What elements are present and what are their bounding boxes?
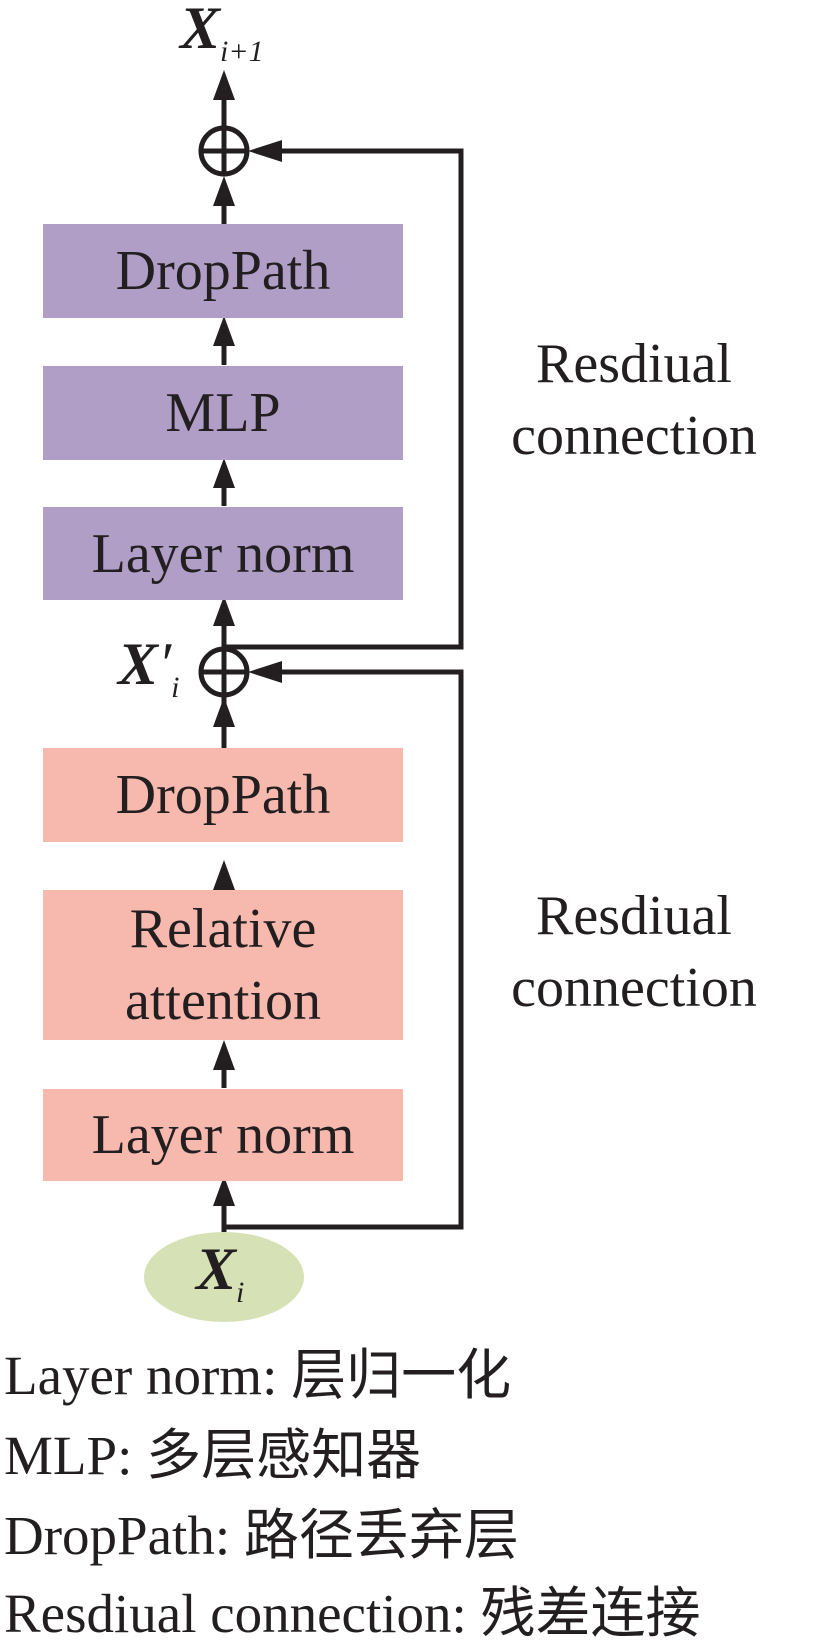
legend-item: Resdiual connection: 残差连接: [4, 1583, 701, 1644]
arrowhead: [213, 1176, 235, 1206]
arrowhead: [213, 176, 235, 206]
mlp-box: MLP: [43, 366, 403, 460]
input-variable: Xi: [196, 1236, 245, 1309]
relative-attention-line2: attention: [125, 970, 321, 1032]
residual-path-upper: [224, 148, 464, 650]
arrowhead: [213, 458, 235, 488]
layernorm-box-upper: Layer norm: [43, 507, 403, 600]
relative-attention-box: Relative attention: [43, 890, 403, 1040]
arrowhead: [213, 1040, 235, 1070]
droppath-box-lower: DropPath: [43, 748, 403, 842]
output-variable: Xi+1: [180, 0, 264, 68]
layernorm-box-lower: Layer norm: [43, 1089, 403, 1181]
arrowhead: [248, 661, 282, 683]
input-node: [144, 1232, 304, 1322]
arrowhead: [213, 697, 235, 727]
intermediate-variable: X′i: [118, 631, 180, 704]
arrowhead: [248, 140, 282, 162]
residual-label-lower: Resdiual connection: [511, 885, 757, 1019]
arrowhead: [213, 596, 235, 626]
legend-item: MLP: 多层感知器: [4, 1425, 422, 1486]
arrowhead: [213, 316, 235, 346]
legend-item: DropPath: 路径丢弃层: [4, 1505, 519, 1566]
relative-attention-line1: Relative: [129, 898, 317, 960]
droppath-box-upper: DropPath: [43, 224, 403, 318]
residual-path-lower: [224, 669, 464, 1230]
legend-item: Layer norm: 层归一化: [4, 1345, 512, 1406]
arrowhead: [213, 860, 235, 890]
residual-label-upper: Resdiual connection: [511, 333, 757, 467]
arrowhead: [213, 70, 235, 100]
